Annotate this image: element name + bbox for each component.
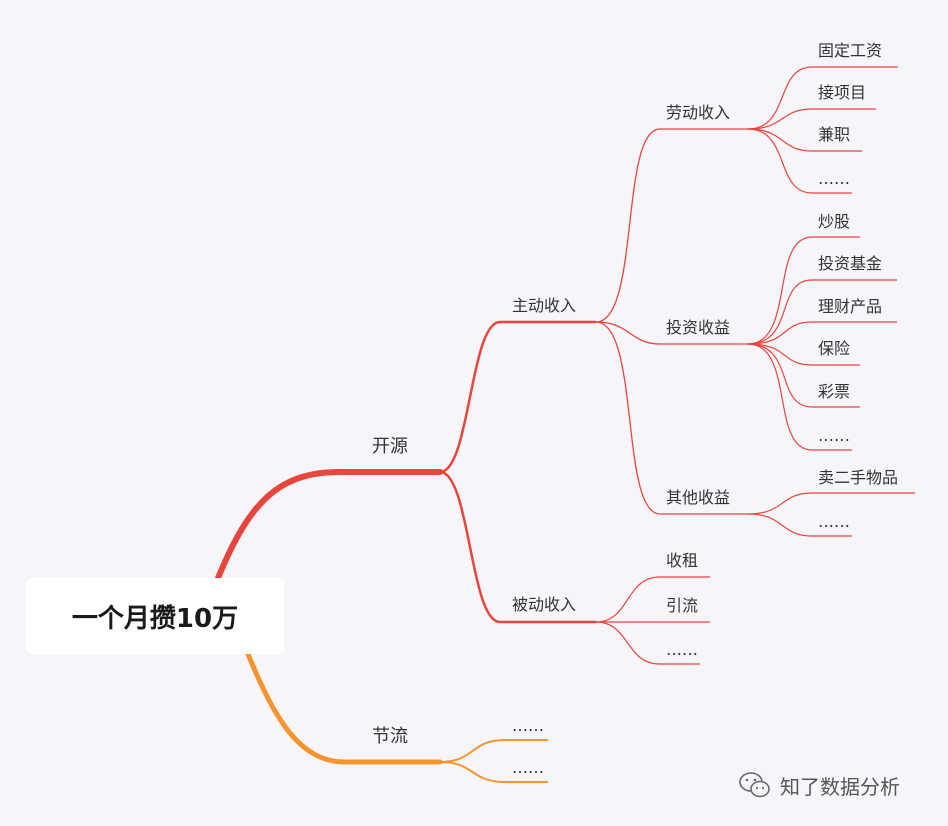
connector-kaiyuan-beidong [439, 470, 596, 624]
node-jieliu-item-1[interactable]: …… [512, 758, 544, 777]
connector-kaiyuan-zhudong [439, 320, 596, 474]
node-laodong-item-1[interactable]: 接项目 [818, 83, 866, 102]
root-node[interactable]: 一个月攒10万 [26, 578, 284, 654]
connector-zhudong-qita [595, 321, 748, 515]
node-touzi-item-1[interactable]: 投资基金 [818, 254, 882, 273]
node-laodong-item-3[interactable]: …… [818, 169, 850, 188]
node-zhudong[interactable]: 主动收入 [512, 296, 576, 315]
watermark: 知了数据分析 [738, 768, 900, 802]
node-beidong-item-2[interactable]: …… [666, 640, 698, 659]
node-beidong-item-0[interactable]: 收租 [666, 551, 698, 570]
connector-root-kaiyuan [215, 469, 443, 581]
node-jieliu[interactable]: 节流 [372, 726, 408, 747]
root-node-label: 一个月攒10万 [71, 603, 239, 634]
node-kaiyuan[interactable]: 开源 [372, 436, 408, 457]
connector-root-jieliu [245, 651, 443, 765]
node-laodong-item-2[interactable]: 兼职 [818, 125, 850, 144]
node-jieliu-item-0[interactable]: …… [512, 716, 544, 735]
node-laodong[interactable]: 劳动收入 [666, 103, 730, 122]
node-beidong-item-1[interactable]: 引流 [666, 596, 698, 615]
node-qita-item-1[interactable]: …… [818, 512, 850, 531]
connectors-jieliu-items [439, 739, 548, 783]
node-qita[interactable]: 其他收益 [666, 488, 730, 507]
wechat-icon [739, 772, 770, 798]
connector-zhudong-laodong [595, 128, 748, 323]
connectors-touzi-items [747, 236, 897, 451]
connector-zhudong-touzi [595, 321, 748, 345]
connectors-laodong-items [747, 66, 898, 194]
node-laodong-item-0[interactable]: 固定工资 [818, 41, 882, 60]
node-touzi[interactable]: 投资收益 [666, 318, 730, 337]
node-touzi-item-2[interactable]: 理财产品 [818, 297, 882, 316]
node-beidong[interactable]: 被动收入 [512, 595, 576, 614]
node-touzi-item-3[interactable]: 保险 [818, 339, 850, 358]
watermark-text: 知了数据分析 [780, 774, 900, 799]
connectors-qita-items [747, 492, 915, 537]
node-touzi-item-4[interactable]: 彩票 [818, 382, 850, 401]
node-qita-item-0[interactable]: 卖二手物品 [818, 468, 898, 487]
connectors-beidong-items [595, 576, 710, 665]
node-touzi-item-5[interactable]: …… [818, 426, 850, 445]
node-touzi-item-0[interactable]: 炒股 [818, 212, 850, 231]
